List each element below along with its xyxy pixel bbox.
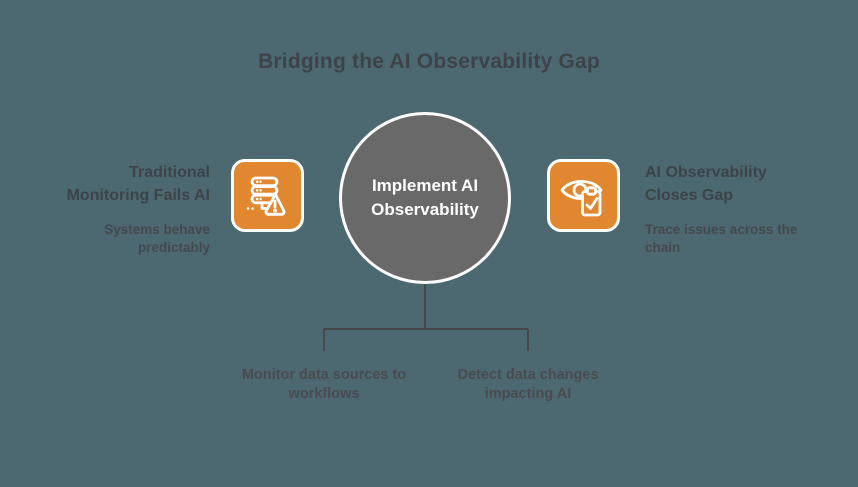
eye-checklist-icon xyxy=(556,168,612,224)
left-section-subtitle: Systems behave predictably xyxy=(104,222,210,255)
branch-label-detect: Detect data changes impacting AI xyxy=(457,367,599,402)
right-section-subtitle: Trace issues across the chain xyxy=(645,222,798,255)
database-warning-icon xyxy=(240,168,296,224)
page-title: Bridging the AI Observability Gap xyxy=(258,50,600,73)
center-node-label: Implement AI Observability xyxy=(371,176,479,219)
right-section-title: AI Observability Closes Gap xyxy=(645,164,767,204)
center-node: Implement AI Observability xyxy=(339,112,511,284)
branch-label-monitor: Monitor data sources to workflows xyxy=(241,367,407,402)
right-section: AI Observability Closes Gap Trace issues… xyxy=(645,161,820,257)
left-section: Traditional Monitoring Fails AI Systems … xyxy=(58,161,210,257)
left-icon-tile xyxy=(231,159,304,232)
left-section-title: Traditional Monitoring Fails AI xyxy=(66,164,210,204)
right-icon-tile xyxy=(547,159,620,232)
